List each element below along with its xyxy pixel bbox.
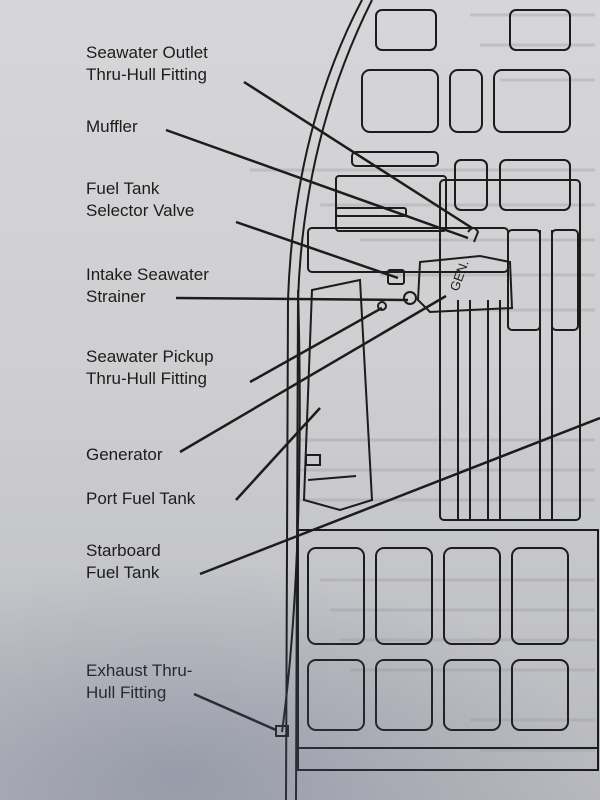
label-line: Generator	[86, 445, 163, 464]
label-line: Port Fuel Tank	[86, 489, 196, 508]
label-line: Seawater Outlet	[86, 43, 208, 62]
label-line: Intake Seawater	[86, 265, 209, 284]
label-seawater-pickup: Seawater Pickup Thru-Hull Fitting	[86, 346, 214, 390]
plumbing	[275, 227, 480, 737]
label-line: Starboard	[86, 541, 161, 560]
label-seawater-outlet: Seawater Outlet Thru-Hull Fitting	[86, 42, 208, 86]
label-line: Thru-Hull Fitting	[86, 65, 207, 84]
label-muffler: Muffler	[86, 116, 138, 138]
label-generator: Generator	[86, 444, 163, 466]
leader-lines	[165, 80, 600, 732]
background-text-lines	[250, 13, 595, 752]
port-fuel-tank	[302, 278, 374, 512]
label-line: Fuel Tank	[86, 563, 160, 582]
label-intake-seawater-strainer: Intake Seawater Strainer	[86, 264, 209, 308]
engine-compartment	[307, 175, 581, 521]
label-line: Exhaust Thru-	[86, 661, 193, 680]
label-port-fuel-tank: Port Fuel Tank	[86, 488, 195, 510]
label-fuel-tank-selector-valve: Fuel Tank Selector Valve	[86, 178, 194, 222]
label-exhaust-thru-hull: Exhaust Thru- Hull Fitting	[86, 660, 192, 704]
label-line: Strainer	[86, 287, 146, 306]
label-line: Hull Fitting	[86, 683, 167, 702]
label-line: Selector Valve	[86, 201, 195, 220]
hull-outline	[285, 0, 373, 800]
label-line: Thru-Hull Fitting	[86, 369, 207, 388]
label-line: Fuel Tank	[86, 179, 160, 198]
label-starboard-fuel-tank: Starboard Fuel Tank	[86, 540, 161, 584]
deck-hatches	[297, 9, 599, 771]
label-line: Seawater Pickup	[86, 347, 214, 366]
label-line: Muffler	[86, 117, 138, 136]
